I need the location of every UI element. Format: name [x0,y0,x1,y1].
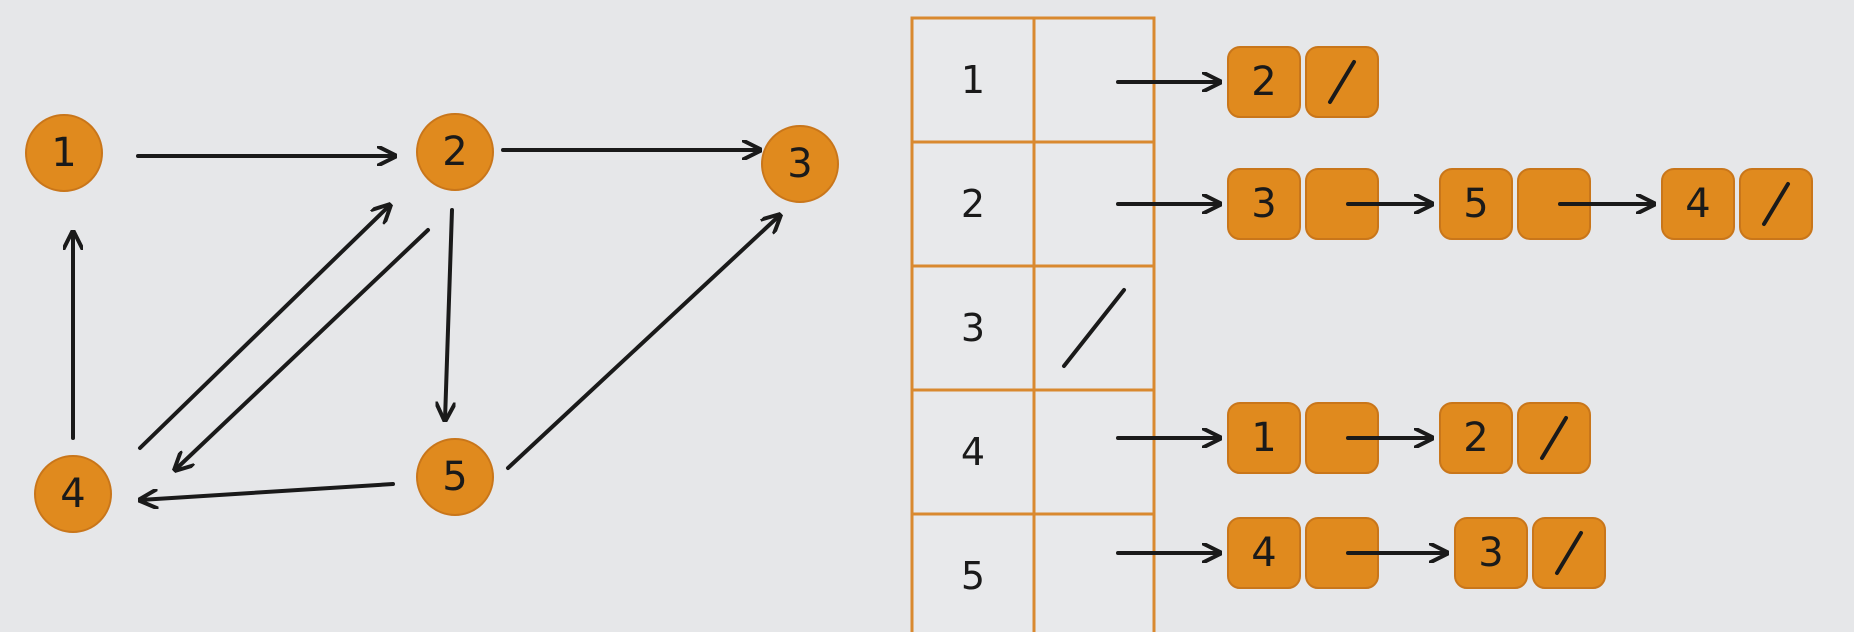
value-cell [1439,168,1513,240]
vertex-index-3: 3 [961,306,985,350]
list-node-value: 1 [1251,415,1276,461]
null-pointer-slash [1555,531,1583,575]
list-node-value: 4 [1685,181,1710,227]
edge-4-to-2 [138,205,390,450]
node-circle [25,114,103,192]
list-node: 4 [1227,517,1449,589]
value-cell [1227,168,1301,240]
adjacency-table: 1 2 3 4 5 [910,16,1156,632]
vertex-index-2: 2 [961,182,985,226]
value-cell [1227,517,1301,589]
list-node-value: 4 [1251,530,1276,576]
graph-nodes: 1 2 3 4 5 [25,113,839,533]
node-label: 4 [60,471,85,517]
vertex-index-4: 4 [961,430,985,474]
value-cell [1439,402,1513,474]
list-node: 1 [1227,402,1434,474]
node-label: 1 [51,130,76,176]
graph-node-3: 3 [761,125,839,203]
graph-node-4: 4 [34,455,112,533]
edge-5-to-3 [506,215,780,470]
list-node-value: 5 [1463,181,1488,227]
node-circle [416,438,494,516]
list-node-value: 2 [1251,59,1276,105]
null-pointer-slash [1540,416,1568,460]
value-cell [1227,46,1301,118]
edge-2-to-4 [175,228,430,470]
edge-5-to-4 [140,482,395,500]
list-node: 3 [1454,517,1606,589]
graph-node-1: 1 [25,114,103,192]
graph-edges [73,150,780,500]
list-node-value: 3 [1251,181,1276,227]
node-label: 3 [787,141,812,187]
node-label: 2 [442,129,467,175]
edge-2-to-5 [445,208,452,420]
list-node: 3 [1227,168,1434,240]
value-cell [1227,402,1301,474]
vertex-index-1: 1 [961,58,985,102]
value-cell [1661,168,1735,240]
graph-node-5: 5 [416,438,494,516]
null-pointer-slash [1328,60,1356,104]
value-cell [1454,517,1528,589]
null-pointer-slash [1762,182,1790,226]
list-node: 4 [1661,168,1813,240]
node-circle [416,113,494,191]
list-node: 5 [1439,168,1656,240]
graph-node-2: 2 [416,113,494,191]
list-node-value: 2 [1463,415,1488,461]
adjacency-lists: 2 3 5 4 1 2 4 3 [1062,46,1813,589]
node-label: 5 [442,454,467,500]
node-circle [761,125,839,203]
list-node-value: 3 [1478,530,1503,576]
list-node: 2 [1439,402,1591,474]
vertex-index-5: 5 [961,554,985,598]
list-node: 2 [1227,46,1379,118]
null-pointer-slash [1062,288,1126,368]
node-circle [34,455,112,533]
